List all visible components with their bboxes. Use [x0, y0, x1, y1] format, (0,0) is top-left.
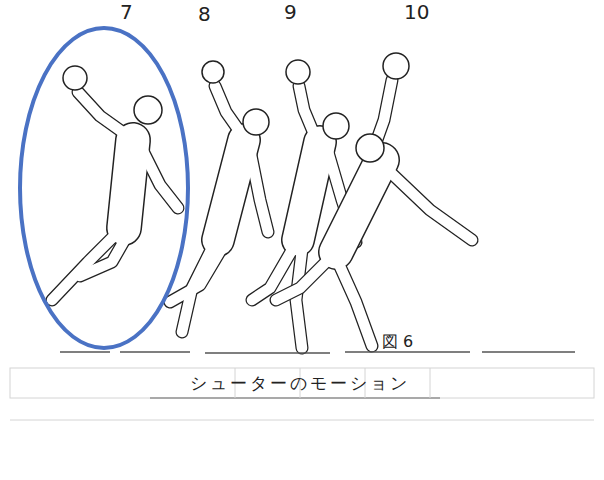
- frame-number: 8: [198, 4, 211, 24]
- figure-number: 図 6: [382, 334, 413, 350]
- highlight-ellipse: [20, 28, 188, 348]
- frame-number: 9: [284, 2, 297, 22]
- shooter-figure: [276, 53, 472, 346]
- shooter-figure: [52, 66, 178, 300]
- frame-number: 7: [120, 2, 133, 22]
- figure-caption: シューターのモーション: [190, 375, 410, 392]
- caption-rule: [60, 352, 575, 398]
- grid-lines: [10, 368, 594, 420]
- frame-number: 10: [404, 2, 429, 22]
